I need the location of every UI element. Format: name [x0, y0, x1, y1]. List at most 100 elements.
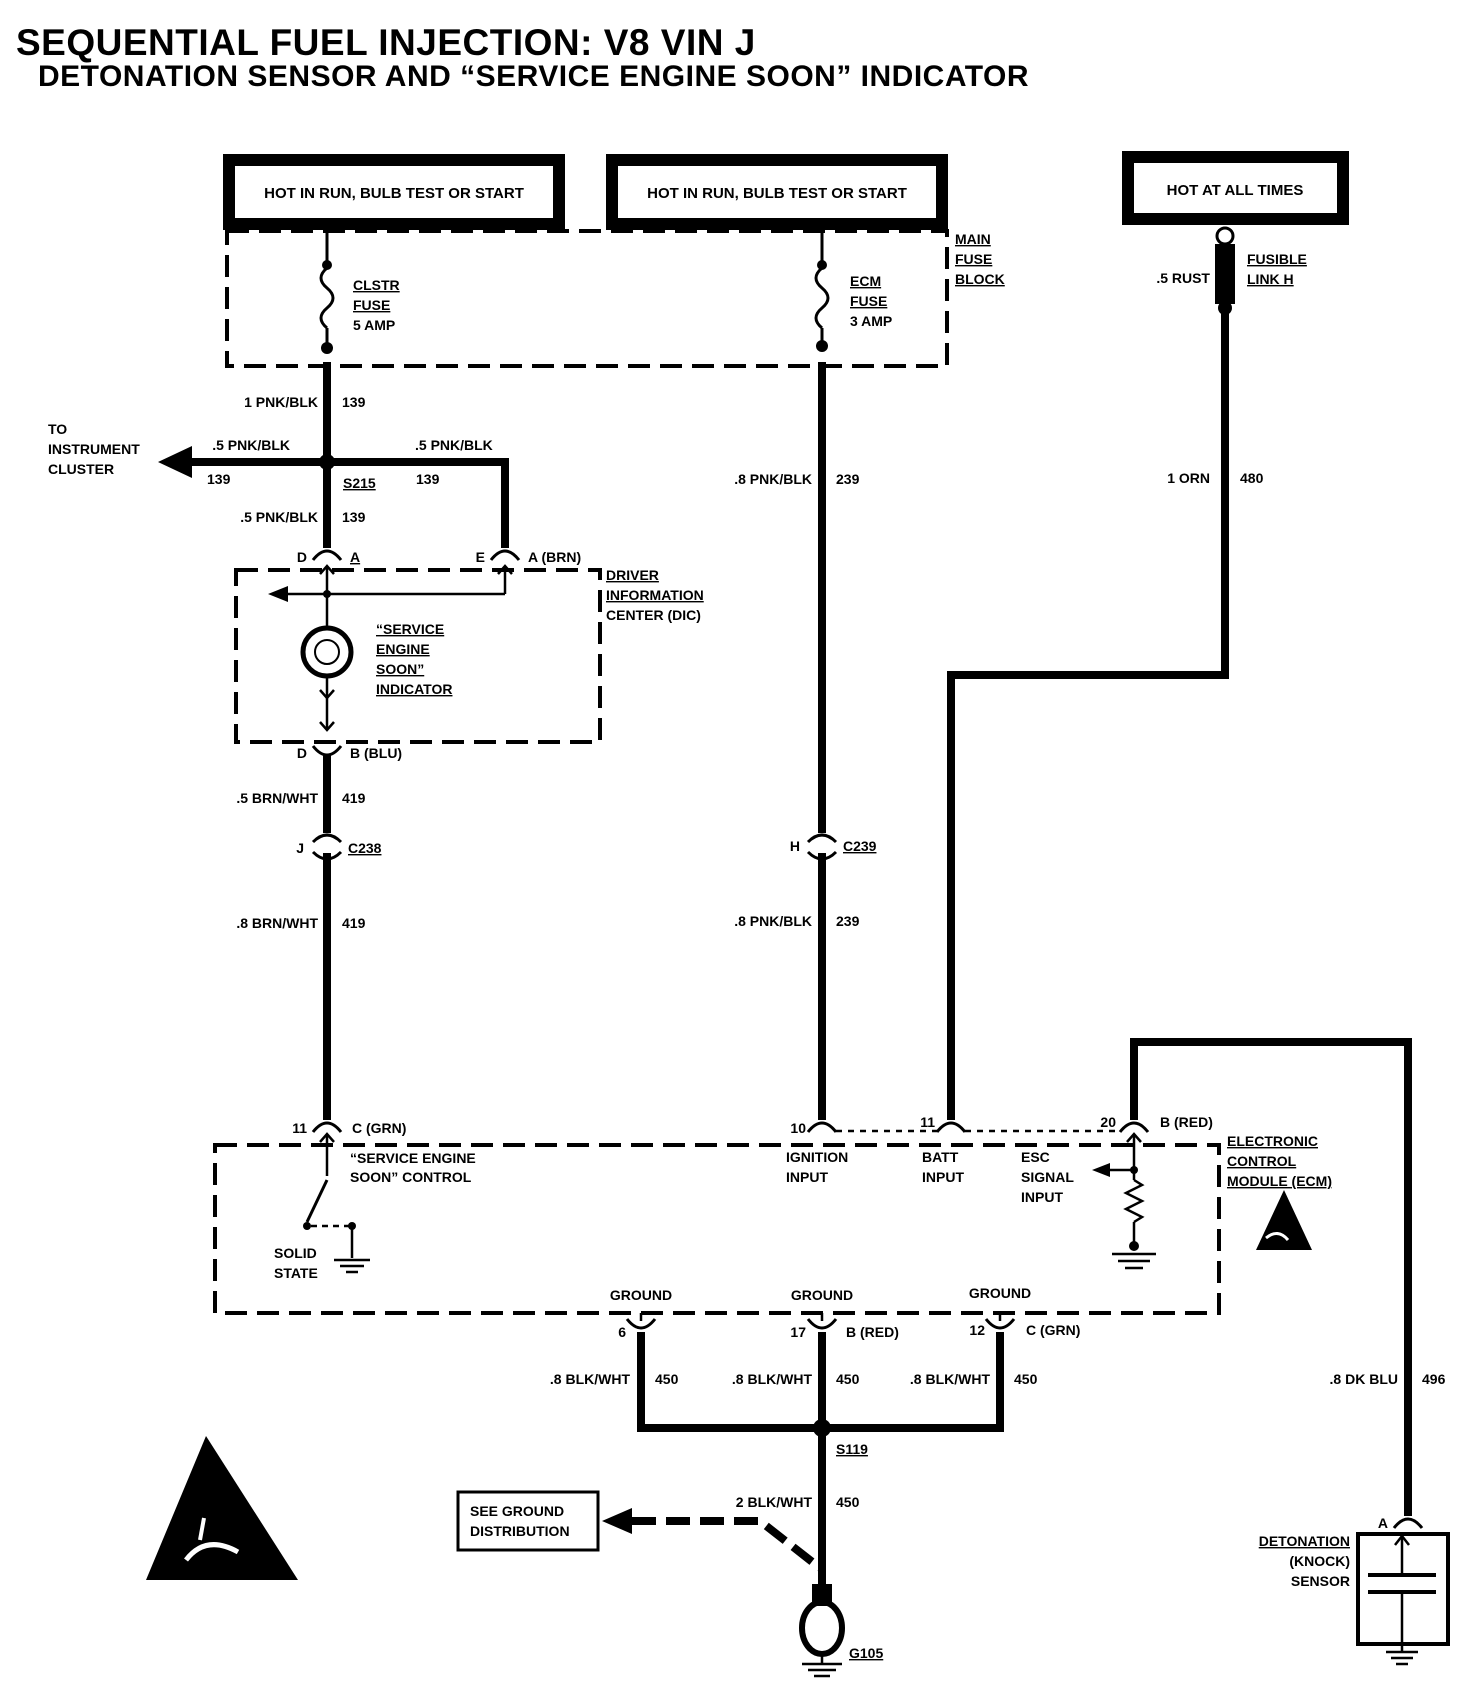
- fusible-link-label: FUSIBLE LINK H: [1247, 251, 1307, 287]
- svg-text:INPUT: INPUT: [786, 1169, 828, 1185]
- fusible-link-icon: [1215, 244, 1235, 304]
- svg-text:HOT IN RUN, BULB TEST OR START: HOT IN RUN, BULB TEST OR START: [264, 185, 524, 202]
- svg-text:ENGINE: ENGINE: [376, 641, 430, 657]
- main-fuse-block: [225, 229, 949, 368]
- svg-text:“SERVICE ENGINE: “SERVICE ENGINE: [350, 1150, 476, 1166]
- ecm-box: [213, 1143, 1221, 1315]
- arrow-left-icon: [602, 1508, 632, 1534]
- svg-text:5 AMP: 5 AMP: [353, 317, 395, 333]
- svg-text:FUSE: FUSE: [353, 297, 390, 313]
- connector-c239: [806, 833, 838, 861]
- diagram-subtitle: DETONATION SENSOR AND “SERVICE ENGINE SO…: [38, 60, 1030, 93]
- ground-label: GROUND: [791, 1287, 853, 1303]
- svg-text:BLOCK: BLOCK: [955, 271, 1005, 287]
- power-box-right: HOT AT ALL TIMES: [1122, 151, 1349, 225]
- svg-text:CLUSTER: CLUSTER: [48, 461, 114, 477]
- see-ground-distribution-box: [456, 1490, 600, 1552]
- svg-text:SOON” CONTROL: SOON” CONTROL: [350, 1169, 472, 1185]
- connector-label: C239: [843, 838, 877, 854]
- connector-label: C238: [348, 840, 382, 856]
- arrow-left-icon: [1092, 1163, 1110, 1177]
- splice-s119: [813, 1419, 831, 1437]
- svg-text:INPUT: INPUT: [1021, 1189, 1063, 1205]
- wire-label: .8 BLK/WHT: [910, 1371, 991, 1387]
- ecm-fuse-icon: [814, 266, 830, 330]
- wire-circuit: 450: [655, 1371, 679, 1387]
- pin-label: B (RED): [846, 1324, 899, 1340]
- pin-label: 12: [969, 1322, 985, 1338]
- knock-sensor-icon: [1368, 1533, 1436, 1666]
- ground-point-label: G105: [849, 1645, 883, 1661]
- svg-text:LINK H: LINK H: [1247, 271, 1294, 287]
- solid-state-label: SOLID STATE: [274, 1245, 318, 1281]
- to-instrument-cluster-label: TO INSTRUMENT CLUSTER: [48, 421, 140, 477]
- wire-label: .8 DK BLU: [1330, 1371, 1398, 1387]
- svg-text:HOT AT ALL TIMES: HOT AT ALL TIMES: [1167, 182, 1304, 199]
- ses-control-label: “SERVICE ENGINE SOON” CONTROL: [350, 1150, 476, 1185]
- pin-label: H: [790, 838, 800, 854]
- svg-text:ELECTRONIC: ELECTRONIC: [1227, 1133, 1318, 1149]
- svg-text:(KNOCK): (KNOCK): [1289, 1553, 1350, 1569]
- svg-text:TO: TO: [48, 421, 67, 437]
- pin-label: 20: [1100, 1114, 1116, 1130]
- svg-text:FUSIBLE: FUSIBLE: [1247, 251, 1307, 267]
- clstr-fuse-label: CLSTR FUSE 5 AMP: [353, 277, 400, 333]
- svg-text:ESC: ESC: [1021, 1149, 1050, 1165]
- wire-circuit: 139: [416, 471, 440, 487]
- resistor-icon: [1123, 1178, 1145, 1224]
- svg-text:FUSE: FUSE: [850, 293, 887, 309]
- ecm-fuse-label: ECM FUSE 3 AMP: [850, 273, 892, 329]
- fuse-block-label: MAIN FUSE BLOCK: [955, 231, 1005, 287]
- svg-text:MODULE (ECM): MODULE (ECM): [1227, 1173, 1332, 1189]
- svg-text:SOON”: SOON”: [376, 661, 424, 677]
- svg-text:STATE: STATE: [274, 1265, 318, 1281]
- pin-label: D: [297, 549, 307, 565]
- wire-label: .8 PNK/BLK: [734, 471, 812, 487]
- indicator-bulb-icon: [300, 625, 354, 679]
- pin-label: D: [297, 745, 307, 761]
- svg-text:IGNITION: IGNITION: [786, 1149, 848, 1165]
- esd-warning-icon: [1256, 1190, 1312, 1250]
- wire-circuit: 450: [836, 1371, 860, 1387]
- ground-symbol-icon: [334, 1258, 370, 1274]
- svg-text:CENTER (DIC): CENTER (DIC): [606, 607, 701, 623]
- pin-label: A: [350, 549, 360, 565]
- svg-text:DRIVER: DRIVER: [606, 567, 659, 583]
- wire-label: .8 BRN/WHT: [236, 915, 318, 931]
- solid-state-switch-icon: [305, 1179, 329, 1223]
- diagram-title: SEQUENTIAL FUEL INJECTION: V8 VIN J: [16, 22, 756, 63]
- pin-label: A (BRN): [528, 549, 581, 565]
- pin-label: E: [476, 549, 485, 565]
- wire-circuit: 139: [342, 394, 366, 410]
- wire-label: .8 BLK/WHT: [732, 1371, 813, 1387]
- svg-text:“SERVICE: “SERVICE: [376, 621, 444, 637]
- fusible-link-wire: .5 RUST: [1156, 270, 1210, 286]
- svg-text:3 AMP: 3 AMP: [850, 313, 892, 329]
- wire-496: [1130, 1038, 1412, 1516]
- wire-circuit: 239: [836, 471, 860, 487]
- wire-480: [947, 308, 1229, 1120]
- splice-label: S119: [836, 1441, 868, 1457]
- ground-symbol-icon: [1112, 1252, 1156, 1270]
- wire-circuit: 419: [342, 790, 366, 806]
- esd-warning-icon: [146, 1436, 298, 1580]
- wire-circuit: 139: [207, 471, 231, 487]
- svg-text:SOLID: SOLID: [274, 1245, 317, 1261]
- svg-text:ECM: ECM: [850, 273, 881, 289]
- wire-label: .8 PNK/BLK: [734, 913, 812, 929]
- svg-text:DETONATION: DETONATION: [1259, 1533, 1350, 1549]
- dic-label: DRIVER INFORMATION CENTER (DIC): [606, 567, 704, 623]
- wire-label: 2 BLK/WHT: [736, 1494, 813, 1510]
- arrow-left-icon: [158, 446, 192, 478]
- pin-label: 11: [920, 1114, 935, 1130]
- pin-label: 17: [790, 1324, 806, 1340]
- clstr-fuse-icon: [319, 266, 335, 330]
- pin-label: C (GRN): [352, 1120, 406, 1136]
- wire-label: 1 PNK/BLK: [244, 394, 318, 410]
- svg-text:INFORMATION: INFORMATION: [606, 587, 704, 603]
- wire-circuit: 450: [836, 1494, 860, 1510]
- power-box-middle: HOT IN RUN, BULB TEST OR START: [606, 154, 948, 230]
- pin-label: C (GRN): [1026, 1322, 1080, 1338]
- knock-sensor-label: DETONATION (KNOCK) SENSOR: [1259, 1533, 1350, 1589]
